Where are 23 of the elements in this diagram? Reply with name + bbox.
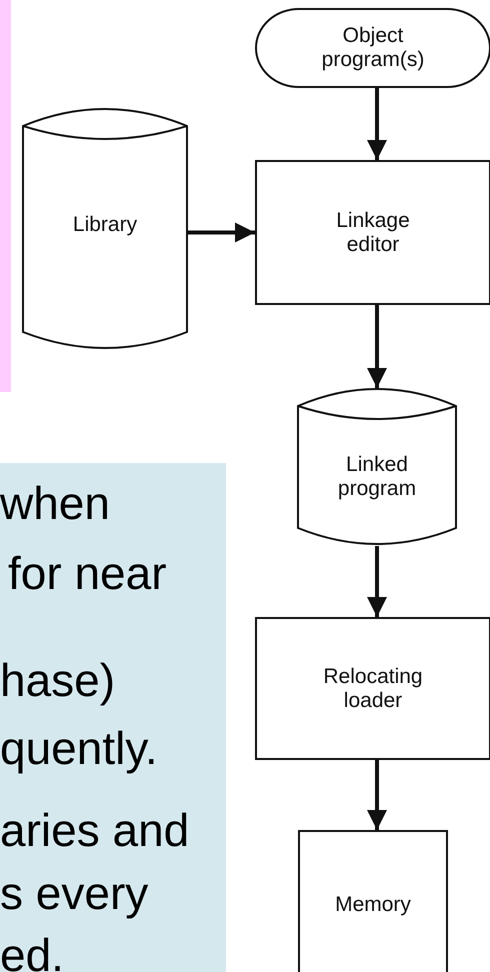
node-label: Relocating loader — [322, 664, 424, 712]
storage-cylinder — [22, 108, 188, 350]
process-box — [255, 160, 490, 305]
arrow — [188, 222, 255, 242]
terminator-shape — [255, 8, 490, 88]
text-line: s every — [0, 868, 148, 918]
storage-cylinder — [297, 388, 457, 546]
text-line: for near — [8, 548, 167, 598]
process-box — [255, 617, 490, 760]
arrow — [367, 760, 387, 830]
text-line: ed. — [0, 930, 64, 972]
node-label: Linkage editor — [335, 208, 411, 256]
text-line: quently. — [0, 723, 158, 773]
process-box — [298, 830, 448, 972]
node-label: Linked program — [336, 453, 418, 501]
text-line: aries and — [0, 805, 190, 855]
arrow — [367, 305, 387, 388]
arrow — [367, 88, 387, 160]
arrow — [367, 546, 387, 617]
text-line: hase) — [0, 655, 116, 705]
node-label: Object program(s) — [320, 24, 426, 72]
node-label: Library — [72, 213, 138, 237]
node-label: Memory — [335, 893, 411, 917]
